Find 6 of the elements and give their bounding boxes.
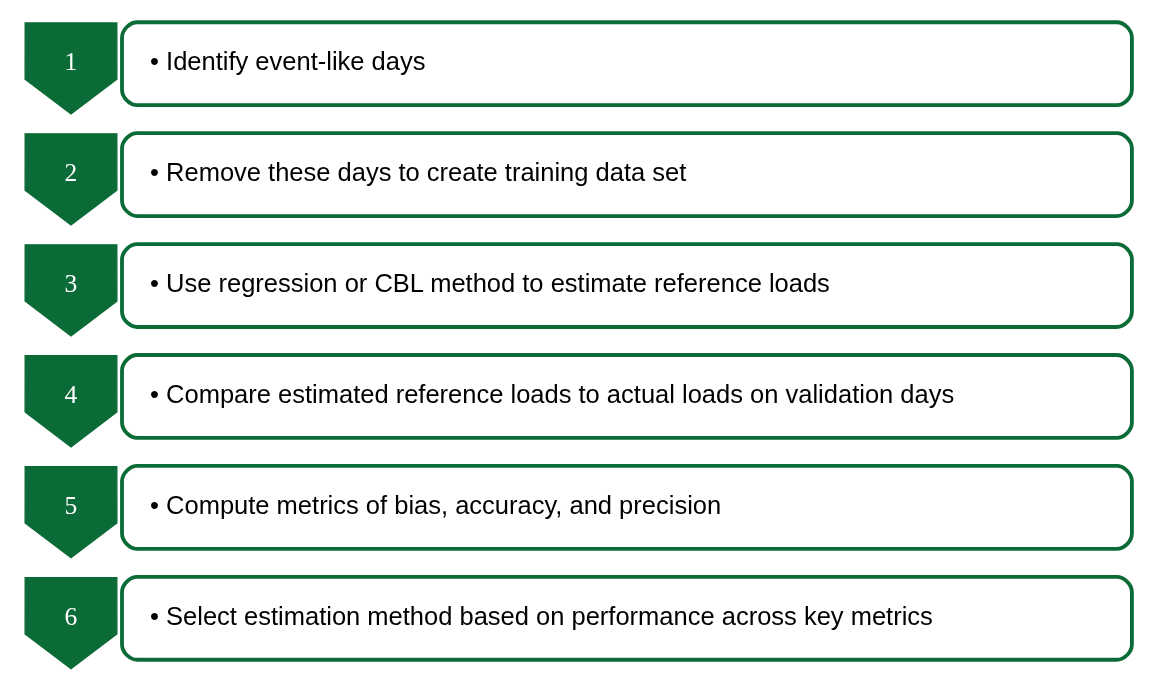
node-box: • Select estimation method based on performance across key metrics bbox=[120, 575, 1134, 662]
node-box: • Identify event-like days bbox=[120, 20, 1134, 107]
node-box: • Use regression or CBL method to estimate reference loads bbox=[120, 242, 1134, 329]
node-box: • Compute metrics of bias, accuracy, and precision bbox=[120, 464, 1134, 551]
node-box: • Compare estimated reference loads to actual loads on validation days bbox=[120, 353, 1134, 440]
node-box: • Remove these days to create training data set bbox=[120, 131, 1134, 218]
